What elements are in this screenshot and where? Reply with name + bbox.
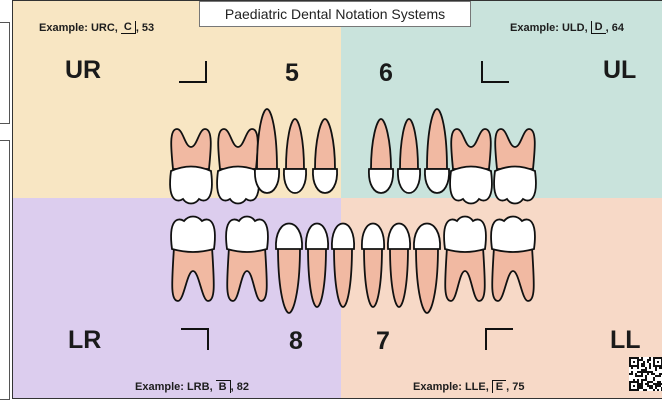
lower-molar-crown	[491, 217, 535, 253]
teeth-illustration	[13, 1, 662, 398]
label-ul: UL	[603, 56, 636, 85]
lower-canine-root	[416, 247, 438, 313]
example-lle: Example: LLE, E , 75	[413, 380, 525, 393]
lower-incisor-crown	[306, 224, 328, 250]
bracket-ll	[485, 328, 513, 350]
label-ur: UR	[65, 56, 101, 85]
upper-canine-root	[257, 109, 277, 169]
lrb-letter: B	[216, 380, 231, 393]
digit-ll: 7	[376, 327, 390, 356]
lower-incisor-crown	[388, 224, 410, 250]
lower-molar-root	[445, 247, 485, 301]
upper-molar-crown	[170, 167, 212, 204]
lower-molar-root	[227, 247, 267, 301]
lower-incisor-crown	[332, 224, 354, 250]
lower-molar-root	[492, 247, 534, 301]
upper-molar-crown	[494, 167, 536, 204]
uld-letter: D	[591, 21, 606, 34]
lower-molar-crown	[226, 217, 268, 253]
lower-molar-root	[172, 247, 214, 301]
example-urc: Example: URC, C , 53	[39, 21, 154, 34]
digit-lr: 8	[289, 327, 303, 356]
bracket-lr	[181, 328, 209, 350]
lower-molar-crown	[171, 217, 215, 253]
lower-molar-crown	[444, 217, 486, 253]
upper-molar-crown	[217, 167, 259, 204]
chart-title: Paediatric Dental Notation Systems	[199, 1, 471, 27]
upper-incisor-crown	[398, 169, 420, 193]
lower-incisor-root	[308, 247, 326, 307]
example-uld: Example: ULD, D , 64	[510, 21, 624, 34]
notation-chart: Paediatric Dental Notation Systems Examp…	[12, 0, 662, 399]
side-panel-top	[0, 22, 10, 124]
qr-code-icon	[629, 357, 662, 391]
lle-letter: E	[492, 380, 506, 393]
lower-incisor-root	[364, 247, 382, 307]
upper-molar-root	[171, 129, 211, 169]
upper-incisor-root	[400, 119, 418, 169]
upper-incisor-root	[286, 119, 304, 169]
lower-incisor-root	[334, 247, 352, 307]
upper-canine-root	[427, 109, 447, 169]
upper-molar-crown	[450, 167, 492, 204]
upper-incisor-crown	[369, 169, 393, 193]
lower-canine-crown	[414, 224, 440, 250]
lower-canine-root	[278, 247, 300, 313]
example-lrb: Example: LRB, B , 82	[135, 380, 249, 393]
urc-letter: C	[121, 21, 136, 34]
upper-incisor-crown	[284, 169, 306, 193]
bracket-ur	[179, 61, 207, 83]
bracket-ul	[481, 61, 509, 83]
digit-ur: 5	[285, 59, 299, 88]
upper-incisor-root	[315, 119, 335, 169]
upper-molar-root	[218, 129, 258, 169]
lower-canine-crown	[276, 224, 302, 250]
upper-incisor-crown	[313, 169, 337, 193]
lower-incisor-crown	[362, 224, 384, 250]
upper-molar-root	[495, 129, 535, 169]
lower-incisor-root	[390, 247, 408, 307]
label-ll: LL	[610, 326, 641, 355]
upper-molar-root	[451, 129, 491, 169]
digit-ul: 6	[379, 59, 393, 88]
label-lr: LR	[68, 326, 101, 355]
side-panel-bottom	[0, 140, 10, 400]
upper-incisor-root	[371, 119, 391, 169]
upper-canine-crown	[425, 169, 449, 193]
